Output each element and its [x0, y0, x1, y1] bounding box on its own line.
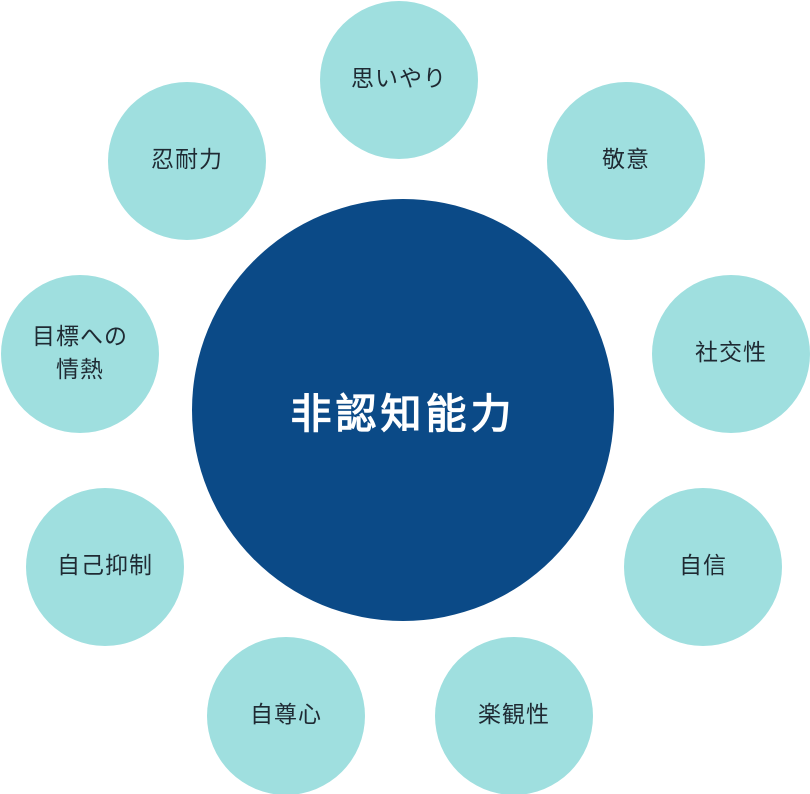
node-label: 楽観性 — [478, 702, 550, 729]
node-jikoyokusei: 自己抑制 — [26, 488, 184, 646]
node-label: 社交性 — [695, 340, 767, 367]
node-rakkansei: 楽観性 — [435, 637, 593, 794]
node-jisonshin: 自尊心 — [207, 637, 365, 794]
node-label: 思いやり — [351, 66, 447, 93]
node-shakousei: 社交性 — [652, 275, 810, 433]
node-nintairyoku: 忍耐力 — [108, 82, 266, 240]
node-label: 目標への 情熱 — [32, 323, 128, 383]
node-mokuhyou-jounetsu: 目標への 情熱 — [1, 275, 159, 433]
node-keii: 敬意 — [547, 82, 705, 240]
node-omoiyari: 思いやり — [320, 1, 478, 159]
node-label: 自尊心 — [250, 702, 322, 729]
center-node: 非認知能力 — [192, 199, 614, 621]
node-label: 敬意 — [602, 147, 650, 174]
node-label: 自信 — [679, 553, 727, 580]
center-label: 非認知能力 — [290, 390, 516, 438]
node-label: 忍耐力 — [151, 147, 223, 174]
node-label: 自己抑制 — [57, 553, 153, 580]
node-jishin: 自信 — [624, 488, 782, 646]
